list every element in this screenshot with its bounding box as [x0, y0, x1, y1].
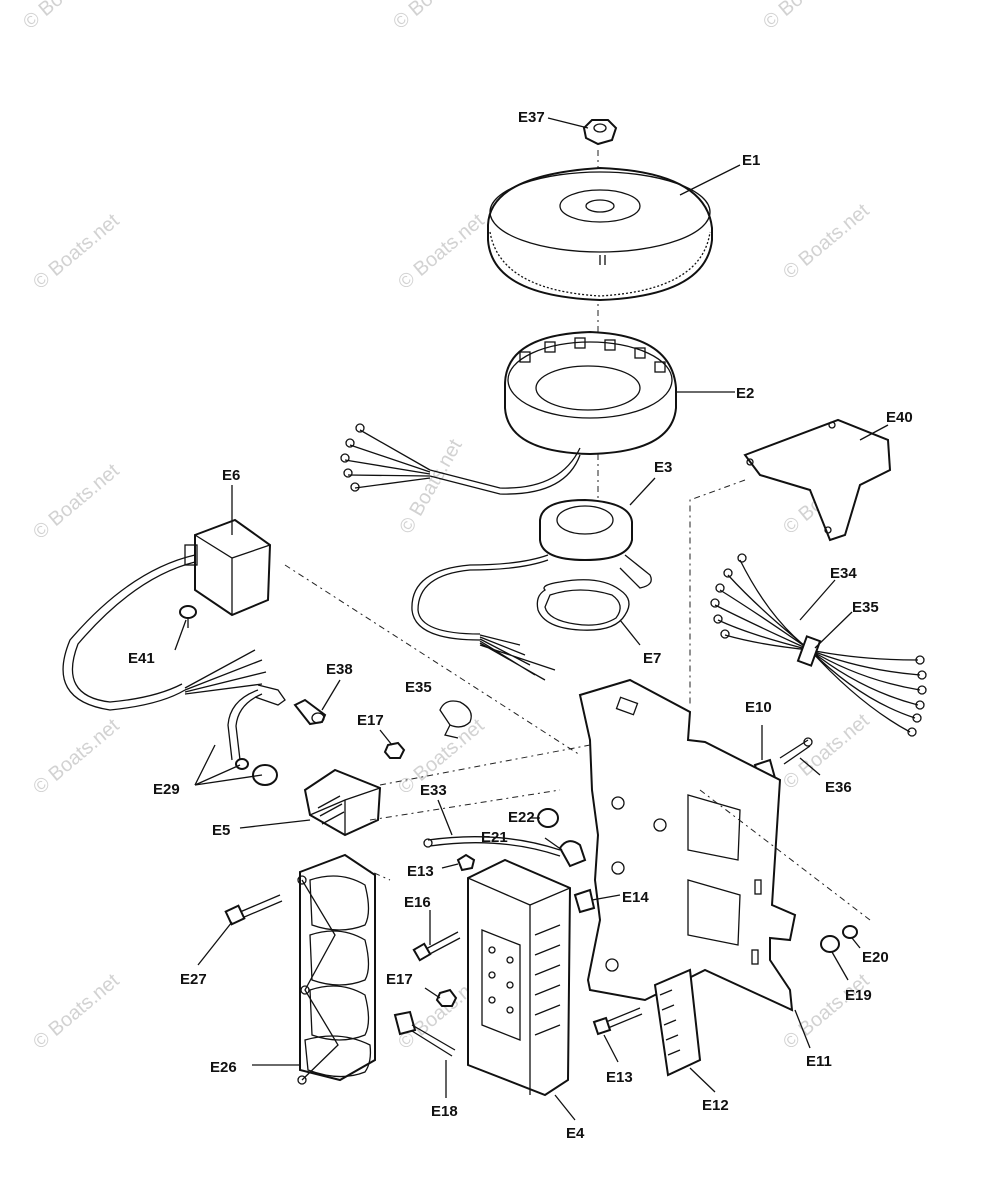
label-e26: E26 — [210, 1059, 237, 1076]
label-e3: E3 — [654, 459, 672, 476]
watermark: © Boats.net — [394, 209, 489, 293]
label-e37: E37 — [518, 109, 545, 126]
label-e34: E34 — [830, 565, 857, 582]
part-e22-spacer — [537, 808, 559, 828]
label-e12: E12 — [702, 1097, 729, 1114]
part-e40-bracket — [743, 418, 892, 542]
part-e4-switch-box — [467, 858, 572, 1097]
label-e17-lower: E17 — [386, 971, 413, 988]
leader-lines — [174, 117, 889, 1121]
watermark: © Boats.net — [779, 199, 874, 283]
part-e7-gasket — [536, 579, 630, 631]
part-e38-switch — [293, 698, 327, 726]
part-e26-coil-pack — [297, 853, 376, 1085]
label-e27: E27 — [180, 971, 207, 988]
watermark: © Boats.net — [389, 0, 484, 34]
label-e6: E6 — [222, 467, 240, 484]
part-e5-ignition-coil — [303, 768, 382, 837]
part-e33-ground-lead — [423, 836, 561, 857]
watermark: © Boats.net — [29, 209, 124, 293]
part-e12-terminal-block — [653, 968, 702, 1077]
watermark: © Boats.net — [395, 435, 467, 537]
part-e19-grommet — [820, 935, 840, 953]
label-e35-clamp: E35 — [405, 679, 432, 696]
guide-line — [699, 789, 871, 921]
label-e17-upper: E17 — [357, 712, 384, 729]
label-e19: E19 — [845, 987, 872, 1004]
part-e13-nut-upper — [456, 853, 476, 872]
part-e13-bolt-lower — [592, 1007, 643, 1036]
label-e20: E20 — [862, 949, 889, 966]
label-e41: E41 — [128, 650, 155, 667]
label-e22: E22 — [508, 809, 535, 826]
label-e7: E7 — [643, 650, 661, 667]
guide-line — [379, 744, 591, 786]
watermark: © Boats.net — [759, 0, 854, 34]
label-e21: E21 — [481, 829, 508, 846]
label-e5: E5 — [212, 822, 230, 839]
part-e2-stator — [504, 330, 677, 456]
part-e11-mounting-plate — [578, 678, 797, 1012]
part-e37-nut — [582, 119, 618, 146]
part-e29-spark-plug-lead — [227, 684, 286, 786]
label-e4: E4 — [566, 1125, 585, 1142]
part-labels: E37 E1 E2 E40 E3 E6 E34 E35 E41 E7 E38 E… — [128, 109, 913, 1142]
part-e16-bolt — [412, 931, 461, 962]
part-e20-washer — [842, 925, 858, 939]
part-e21-clamp — [558, 840, 587, 868]
part-e41-bolt — [179, 605, 197, 628]
part-e18-terminal — [393, 1010, 456, 1057]
watermark: © Boats.net — [29, 969, 124, 1053]
label-e33: E33 — [420, 782, 447, 799]
label-e18: E18 — [431, 1103, 458, 1120]
part-e3-coil — [411, 498, 652, 681]
part-e17-nut-lower — [435, 988, 458, 1007]
label-e2: E2 — [736, 385, 754, 402]
guide-line — [284, 564, 581, 756]
label-e13-lower: E13 — [606, 1069, 633, 1086]
label-e13-upper: E13 — [407, 863, 434, 880]
watermark: © Boats.net — [29, 459, 124, 543]
label-e16: E16 — [404, 894, 431, 911]
watermark: © Boats.net — [29, 714, 124, 798]
label-e1: E1 — [742, 152, 760, 169]
label-e29: E29 — [153, 781, 180, 798]
label-e10: E10 — [745, 699, 772, 716]
bracket-guide-line — [689, 479, 746, 705]
part-e6-cable — [62, 554, 267, 711]
part-e35-clamp — [439, 700, 472, 739]
label-e40: E40 — [886, 409, 913, 426]
part-e17-nut-upper — [383, 741, 406, 759]
label-e11: E11 — [806, 1053, 832, 1070]
part-e27-bolt — [224, 894, 283, 926]
part-e2-wire-harness — [340, 423, 581, 495]
label-e14: E14 — [622, 889, 649, 906]
part-e34-wiring-bundle — [710, 553, 927, 737]
part-e14-spacer — [573, 888, 596, 914]
label-e36: E36 — [825, 779, 852, 796]
part-e1-flywheel — [487, 166, 713, 302]
label-e38: E38 — [326, 661, 353, 678]
watermark: © Boats.net — [779, 969, 874, 1053]
guide-line — [369, 789, 561, 821]
part-e6-module — [184, 518, 272, 617]
label-e35-harness: E35 — [852, 599, 879, 616]
watermark: © Boats.net — [19, 0, 114, 34]
part-e36-screw — [779, 737, 813, 765]
